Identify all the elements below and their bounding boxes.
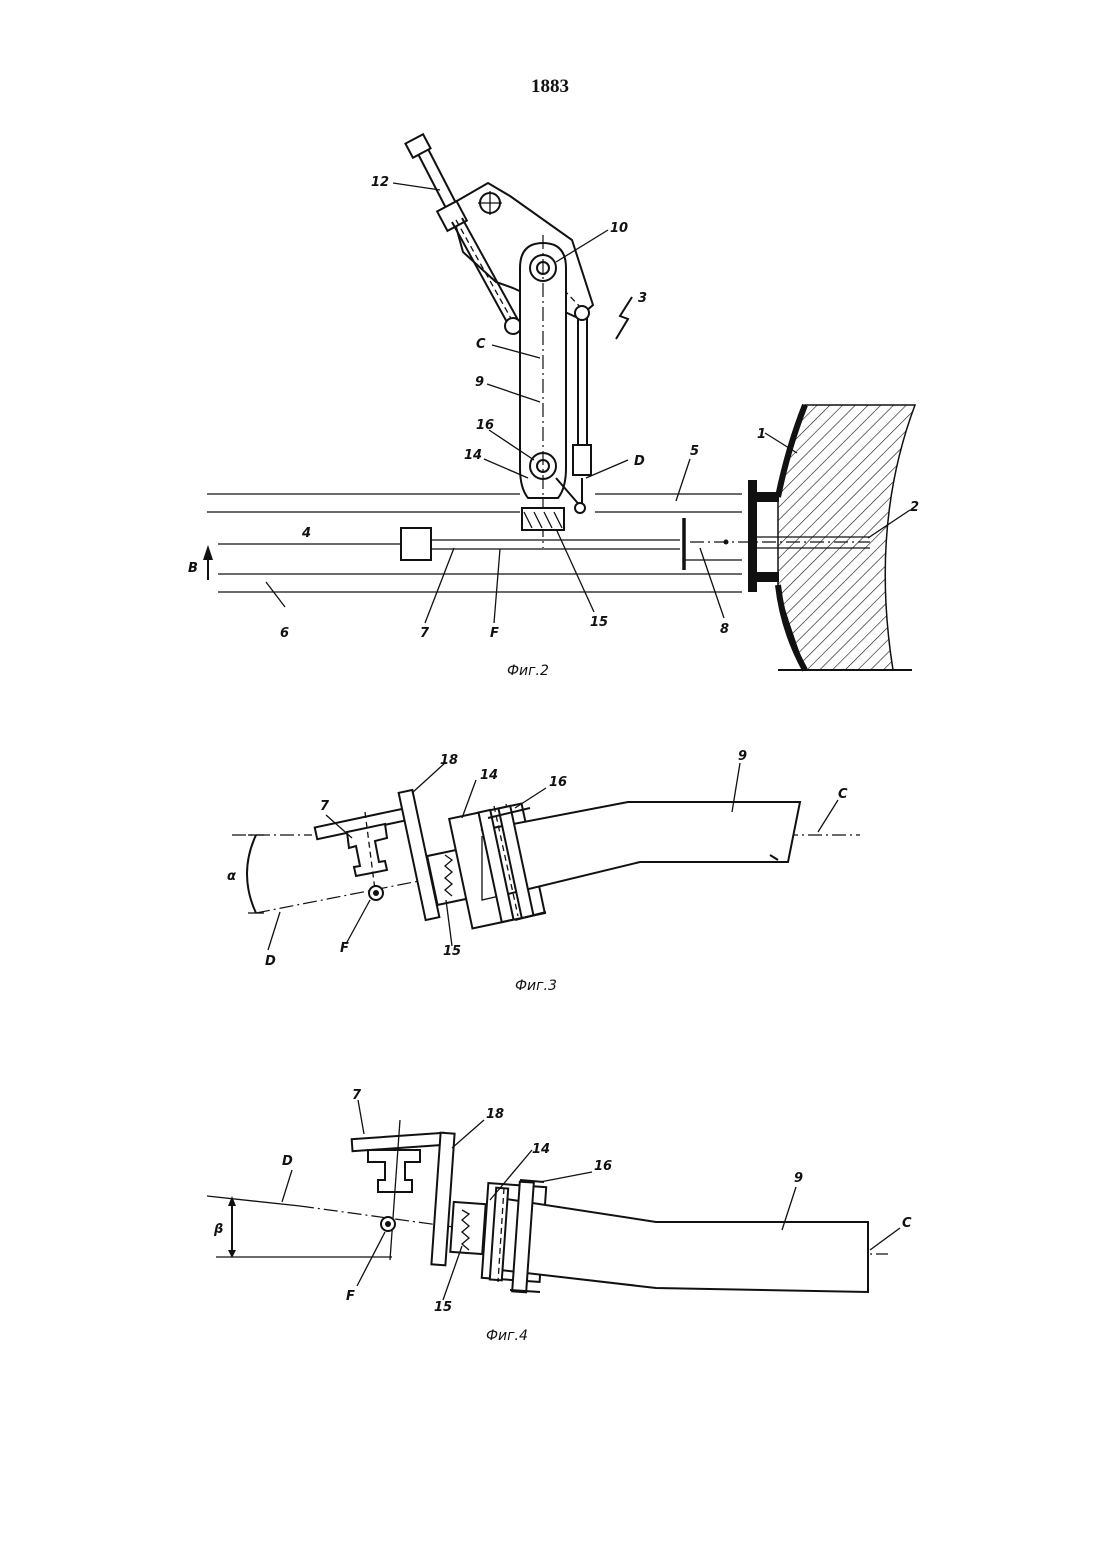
label-10: 10: [610, 221, 628, 236]
label-6: 6: [280, 626, 289, 641]
arm-9: [482, 802, 800, 894]
label-14: 14: [464, 448, 482, 463]
label-14: 14: [532, 1142, 550, 1157]
reference-arrow-3: [616, 297, 632, 339]
angle-alpha-arc: [247, 835, 256, 913]
label-3: 3: [638, 291, 647, 306]
rail-7: [352, 1120, 445, 1260]
label-1: 1: [757, 427, 766, 442]
label-7: 7: [420, 626, 430, 641]
figure-2: 12 10 3 C 9 16 14 D 5 1 2 4 B 6 7 F 15 8…: [188, 134, 919, 679]
figure-3-caption: Фиг.3: [515, 978, 557, 994]
label-f: F: [346, 1289, 355, 1304]
label-15: 15: [434, 1300, 452, 1315]
label-alpha: α: [227, 869, 236, 884]
label-9: 9: [794, 1171, 803, 1186]
label-18: 18: [440, 753, 458, 768]
figure-3: 7 18 14 16 9 C α D F 15 Фиг.3: [227, 749, 860, 994]
label-d: D: [265, 954, 276, 969]
arm-9: [500, 1198, 868, 1292]
label-c: C: [838, 787, 848, 802]
figure-4: 7 18 14 16 9 D β C F 15 Фиг.4: [207, 1088, 912, 1344]
label-18: 18: [486, 1107, 504, 1122]
label-b: B: [188, 561, 198, 576]
label-12: 12: [371, 175, 389, 190]
label-15: 15: [590, 615, 608, 630]
label-9: 9: [738, 749, 747, 764]
label-d: D: [634, 454, 645, 469]
direction-arrow-b: [203, 545, 213, 580]
label-14: 14: [480, 768, 498, 783]
label-8: 8: [720, 622, 729, 637]
spring-15: [450, 1202, 485, 1254]
label-f: F: [340, 941, 349, 956]
label-4: 4: [301, 526, 311, 541]
label-16: 16: [476, 418, 494, 433]
label-2: 2: [910, 500, 919, 515]
figure-2-caption: Фиг.2: [507, 663, 549, 679]
label-7: 7: [320, 799, 330, 814]
link-arm-9: [520, 235, 566, 548]
furnace-wall: [748, 405, 915, 670]
label-16: 16: [549, 775, 567, 790]
figure-4-caption: Фиг.4: [486, 1328, 528, 1344]
label-c: C: [476, 337, 486, 352]
label-5: 5: [690, 444, 699, 459]
carriage-block: [401, 528, 431, 560]
label-15: 15: [443, 944, 461, 959]
label-beta: β: [213, 1222, 223, 1237]
label-16: 16: [594, 1159, 612, 1174]
pusher-tip: [724, 540, 729, 545]
label-c: C: [902, 1216, 912, 1231]
label-9: 9: [475, 375, 484, 390]
rail-7: [315, 809, 406, 890]
label-f: F: [490, 626, 499, 641]
label-d: D: [282, 1154, 293, 1169]
label-7: 7: [352, 1088, 362, 1103]
